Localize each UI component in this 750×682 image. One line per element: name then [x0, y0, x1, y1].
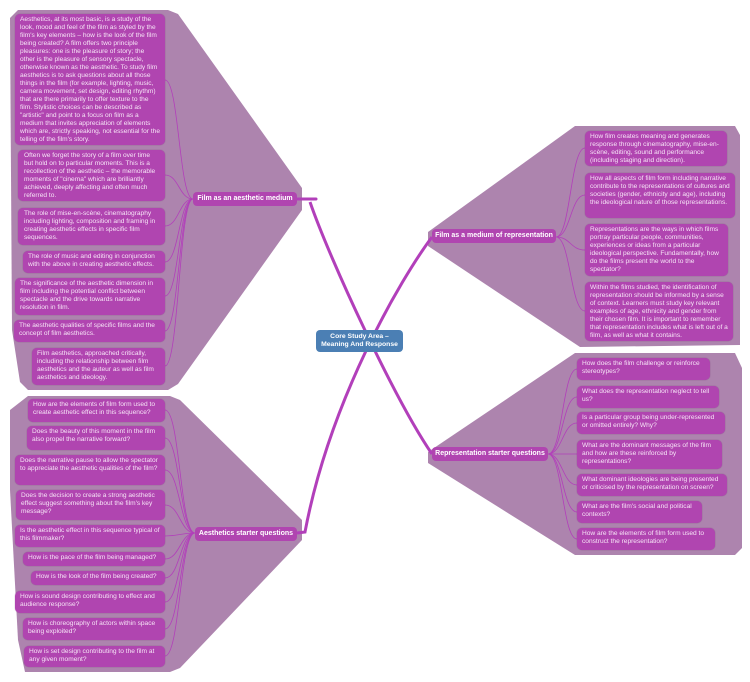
leaf-node[interactable]: How film creates meaning and generates r…: [585, 131, 727, 166]
leaf-node[interactable]: Often we forget the story of a film over…: [18, 150, 165, 201]
main-connector: [308, 201, 434, 455]
center-label-line1: Core Study Area –: [330, 333, 389, 340]
branch-aesthetics-starter-questions[interactable]: Aesthetics starter questions: [195, 527, 297, 541]
leaf-node[interactable]: Within the films studied, the identifica…: [585, 282, 733, 341]
leaf-connector: [547, 453, 578, 540]
leaf-node[interactable]: The role of mise-en-scène, cinematograph…: [18, 208, 165, 245]
leaf-node[interactable]: How is choreography of actors within spa…: [23, 618, 165, 640]
center-node[interactable]: Core Study Area – Meaning And Response: [316, 330, 403, 352]
leaf-connector: [547, 453, 578, 513]
leaf-connector: [164, 198, 194, 263]
branch-representation-starter-questions[interactable]: Representation starter questions: [432, 447, 548, 461]
leaf-connector: [164, 437, 196, 534]
connectors: [164, 79, 586, 657]
leaf-node[interactable]: How are the elements of film form used t…: [28, 399, 165, 422]
center-label-line2: Meaning And Response: [321, 341, 398, 348]
leaf-connector: [164, 532, 196, 657]
leaf-node[interactable]: The aesthetic qualities of specific film…: [14, 320, 165, 342]
leaf-node[interactable]: Is a particular group being under-repres…: [577, 412, 725, 434]
leaf-connector: [164, 504, 196, 534]
leaf-node[interactable]: The significance of the aesthetic dimens…: [15, 278, 165, 315]
leaf-node[interactable]: How is set design contributing to the fi…: [24, 646, 165, 667]
leaf-node[interactable]: How does the film challenge or reinforce…: [577, 358, 710, 380]
branch-film-as-aesthetic-medium[interactable]: Film as an aesthetic medium: [193, 192, 297, 206]
leaf-connector: [164, 409, 196, 534]
leaf-node[interactable]: Is the aesthetic effect in this sequence…: [15, 525, 165, 547]
leaf-node[interactable]: Does the narrative pause to allow the sp…: [15, 455, 165, 485]
leaf-connector: [547, 368, 578, 455]
main-connector: [296, 236, 434, 535]
branch-film-as-medium-of-representation[interactable]: Film as a medium of representation: [432, 229, 556, 243]
leaf-node[interactable]: Representations are the ways in which fi…: [585, 224, 728, 276]
leaf-connector: [164, 469, 196, 534]
leaf-node[interactable]: Aesthetics, at its most basic, is a stud…: [15, 14, 165, 145]
leaf-node[interactable]: Film aesthetics, approached critically, …: [32, 348, 165, 385]
leaf-node[interactable]: How is the pace of the film being manage…: [23, 552, 165, 566]
leaf-connector: [547, 396, 578, 455]
leaf-node[interactable]: Does the decision to create a strong aes…: [16, 490, 165, 520]
leaf-node[interactable]: Does the beauty of this moment in the fi…: [27, 426, 165, 450]
leaf-node[interactable]: What dominant ideologies are being prese…: [577, 474, 727, 496]
leaf-connector: [547, 422, 578, 455]
leaf-connector: [555, 236, 586, 312]
leaf-connector: [164, 532, 196, 603]
leaf-connector: [164, 79, 194, 200]
leaf-node[interactable]: The role of music and editing in conjunc…: [23, 251, 165, 273]
leaf-connector: [164, 198, 194, 367]
leaf-connector: [555, 236, 586, 251]
leaf-node[interactable]: How all aspects of film form including n…: [585, 173, 735, 218]
leaf-node[interactable]: What are the dominant messages of the fi…: [577, 440, 722, 469]
leaf-connector: [555, 194, 586, 238]
leaf-node[interactable]: How is sound design contributing to effe…: [15, 591, 165, 613]
leaf-connector: [555, 147, 586, 238]
leaf-node[interactable]: How are the elements of film form used t…: [577, 528, 715, 550]
leaf-node[interactable]: What does the representation neglect to …: [577, 386, 719, 408]
leaf-node[interactable]: How is the look of the film being create…: [31, 571, 165, 585]
leaf-connector: [164, 174, 194, 200]
leaf-node[interactable]: What are the film's social and political…: [577, 501, 702, 523]
